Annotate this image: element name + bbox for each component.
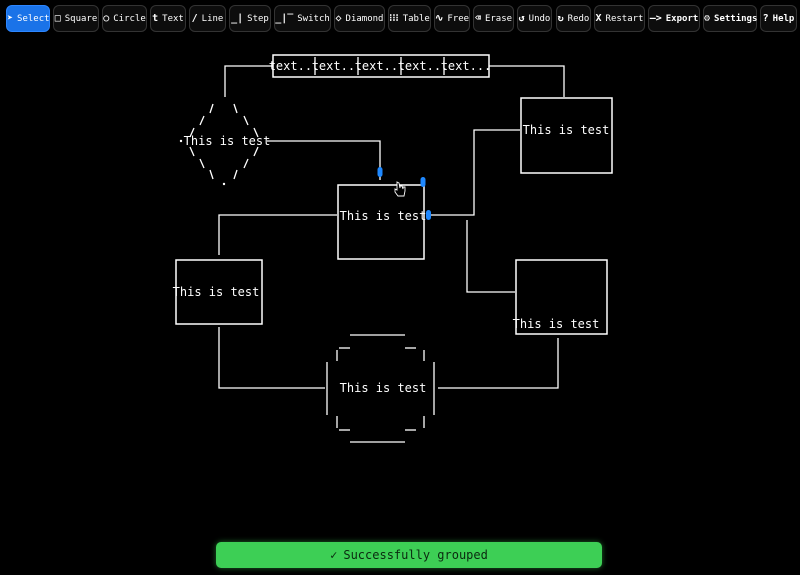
redo-icon: ↻ xyxy=(557,13,564,24)
selection-handles xyxy=(377,167,431,220)
status-toast: ✓ Successfully grouped xyxy=(216,542,602,568)
diamond-icon: ◇ xyxy=(335,13,342,24)
resize-handle[interactable] xyxy=(420,177,426,187)
step-icon: _| xyxy=(231,13,244,24)
table-cell[interactable]: text... xyxy=(269,59,320,73)
diamond-label: This is test xyxy=(184,134,271,148)
tool-label: Erase xyxy=(484,14,513,24)
table-element[interactable]: text... text... text... text... text... xyxy=(269,54,492,78)
tool-label: Redo xyxy=(567,14,590,24)
line-tool-button[interactable]: /Line xyxy=(189,5,226,32)
square-tool-button[interactable]: □Square xyxy=(53,5,99,32)
help-button[interactable]: ?Help xyxy=(760,5,797,32)
connector-table-diamond[interactable] xyxy=(224,65,273,97)
connector-box-bottom-right-octagon[interactable] xyxy=(438,338,559,389)
tool-label: Help xyxy=(772,14,795,24)
tool-label: Step xyxy=(247,14,269,24)
tool-label: Text xyxy=(162,14,184,24)
table-tool-button[interactable]: ⁝⁝⁝Table xyxy=(388,5,431,32)
gear-icon: ⚙ xyxy=(704,13,711,24)
toast-message: Successfully grouped xyxy=(343,548,488,562)
box-label: This is test xyxy=(513,317,600,331)
tool-label: Undo xyxy=(528,14,551,24)
table-cell[interactable]: text... xyxy=(355,59,406,73)
tool-label: Settings xyxy=(714,14,758,24)
step-tool-button[interactable]: _|Step xyxy=(229,5,271,32)
tool-label: Restart xyxy=(605,14,644,24)
redo-button[interactable]: ↻Redo xyxy=(556,5,591,32)
table-icon: ⁝⁝⁝ xyxy=(389,13,399,24)
box-left[interactable]: This is test xyxy=(173,259,263,325)
tool-label: Free xyxy=(447,14,470,24)
switch-icon: _|‾ xyxy=(275,13,294,24)
table-cell[interactable]: text... xyxy=(398,59,449,73)
table-cell[interactable]: text... xyxy=(441,59,492,73)
tool-label: Select xyxy=(17,14,50,24)
connector-diamond-box-center[interactable] xyxy=(267,140,381,180)
check-icon: ✓ xyxy=(330,548,338,562)
diamond-tool-button[interactable]: ◇Diamond xyxy=(334,5,385,32)
freehand-icon: ∿ xyxy=(435,13,444,24)
table-cell[interactable]: text... xyxy=(312,59,363,73)
tool-label: Table xyxy=(402,14,430,24)
connector-box-center-box-top-right[interactable] xyxy=(428,129,520,216)
eraser-icon: ⌫ xyxy=(474,13,481,24)
undo-button[interactable]: ↺Undo xyxy=(517,5,552,32)
connector-table-box-top-right[interactable] xyxy=(489,65,565,97)
settings-button[interactable]: ⚙Settings xyxy=(703,5,757,32)
connectors xyxy=(218,65,565,389)
select-tool-button[interactable]: ➤Select xyxy=(6,5,50,32)
switch-tool-button[interactable]: _|‾Switch xyxy=(274,5,331,32)
close-icon: X xyxy=(595,13,602,24)
box-top-right[interactable]: This is test xyxy=(520,97,613,174)
connector-box-center-box-bottom-right[interactable] xyxy=(466,220,515,293)
tool-label: Square xyxy=(64,14,98,24)
tool-label: Circle xyxy=(113,14,146,24)
diamond-shape[interactable]: This is test xyxy=(179,103,271,186)
octagon-label: This is test xyxy=(340,381,427,395)
tool-label: Line xyxy=(201,14,224,24)
tool-label: Diamond xyxy=(345,14,384,24)
erase-tool-button[interactable]: ⌫Erase xyxy=(473,5,514,32)
circle-icon: ○ xyxy=(103,13,110,24)
hand-cursor-icon xyxy=(394,181,406,197)
box-center-selected[interactable]: This is test xyxy=(337,184,427,260)
export-button[interactable]: —>Export xyxy=(648,5,700,32)
resize-handle[interactable] xyxy=(377,167,383,177)
free-tool-button[interactable]: ∿Free xyxy=(434,5,470,32)
box-bottom-right[interactable]: This is test xyxy=(513,259,608,335)
cursor-icon: ➤ xyxy=(7,13,14,24)
tool-label: Switch xyxy=(297,14,330,24)
circle-tool-button[interactable]: ○Circle xyxy=(102,5,147,32)
octagon-shape[interactable]: This is test xyxy=(326,334,435,443)
connector-box-center-box-left[interactable] xyxy=(218,214,337,255)
tool-label: Export xyxy=(665,14,699,24)
square-icon: □ xyxy=(54,13,61,24)
arrow-right-icon: —> xyxy=(649,13,662,24)
line-icon: / xyxy=(191,13,198,24)
help-icon: ? xyxy=(762,13,769,24)
connector-box-left-octagon[interactable] xyxy=(218,327,325,389)
text-icon: t xyxy=(152,13,159,24)
box-label: This is test xyxy=(173,285,260,299)
undo-icon: ↺ xyxy=(518,13,525,24)
box-label: This is test xyxy=(340,209,427,223)
resize-handle[interactable] xyxy=(426,210,431,220)
box-label: This is test xyxy=(523,123,610,137)
